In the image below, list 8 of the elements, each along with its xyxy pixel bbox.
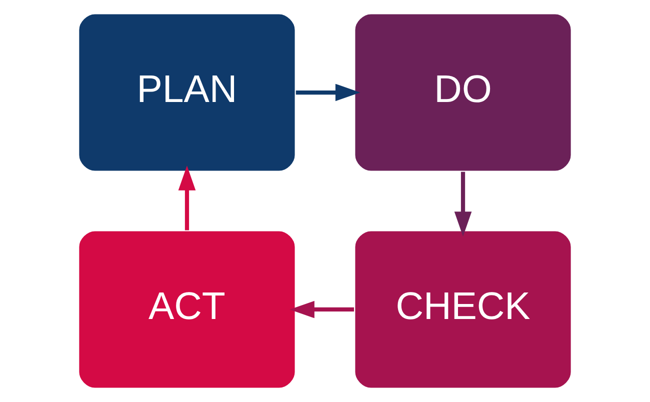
arrow	[290, 300, 354, 318]
node-box: CHECK	[354, 230, 572, 390]
node-box: DO	[354, 12, 572, 172]
node-box: PLAN	[78, 12, 296, 172]
arrow	[296, 84, 360, 102]
arrow	[454, 172, 472, 236]
node-box: ACT	[78, 230, 296, 390]
arrow	[178, 166, 196, 230]
